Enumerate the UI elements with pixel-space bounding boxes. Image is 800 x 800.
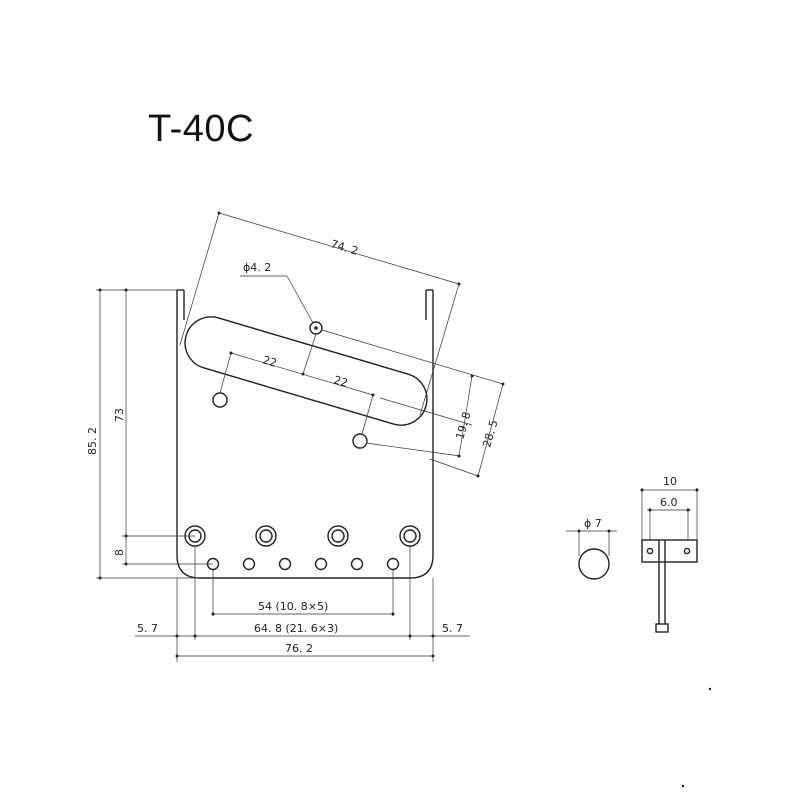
- saddle-profile-view: 10 6.0: [640, 475, 699, 633]
- dim-offset-ext-mid: [302, 333, 317, 375]
- pickup-slot: [184, 316, 428, 426]
- mount-hole-left: [212, 392, 228, 408]
- dim-diagonal-ext-left: [179, 212, 220, 346]
- dim-hole-text: ϕ4. 2: [243, 261, 271, 274]
- dim-height-total-text: 85. 2: [86, 427, 99, 455]
- dim-hole-leader: [286, 275, 314, 324]
- dim-diagonal-ext-right: [419, 283, 460, 416]
- dim-height-73-text: 73: [113, 408, 126, 422]
- dim-saddle-dia-text: ϕ 7: [584, 517, 602, 530]
- dim-perp-a-text: 19. 8: [453, 410, 473, 440]
- dim-saddle-len-text: 10: [663, 475, 677, 488]
- saddle-holes: [184, 525, 421, 547]
- dim-margin-left-text: 5. 7: [137, 622, 158, 635]
- dim-width-total-text: 76. 2: [285, 642, 313, 655]
- dim-perp-ext-low: [365, 442, 461, 457]
- dim-perp-ext-bottom: [429, 458, 479, 477]
- dim-perp-ext-mid: [379, 397, 473, 426]
- dim-offset-b-text: 22: [332, 373, 349, 389]
- dim-perp-b-text: 28. 5: [480, 418, 500, 448]
- dim-offset-ext-left: [219, 352, 232, 394]
- dim-saddle-inner-text: 6.0: [660, 496, 678, 509]
- dim-diagonal-text: 74. 2: [329, 237, 360, 257]
- dim-diagonal-line: [218, 212, 460, 285]
- mount-hole-right: [352, 433, 368, 449]
- dim-offset-a-text: 22: [261, 353, 278, 369]
- dim-offset-ext-right: [361, 394, 374, 435]
- saddle-round-view: ϕ 7: [566, 517, 617, 580]
- mount-hole-top-center: [314, 326, 318, 330]
- string-holes: [206, 557, 400, 571]
- dim-spacing-saddle-text: 64. 8 (21. 6×3): [254, 622, 338, 635]
- drawing-title: T-40C: [148, 108, 254, 150]
- dim-perp-b-line: [477, 383, 504, 477]
- bridge-plate-outline: [176, 290, 434, 579]
- dim-margin-right-text: 5. 7: [442, 622, 463, 635]
- dim-perp-a-line: [458, 375, 473, 457]
- dim-height-8-text: 8: [113, 549, 126, 556]
- dim-spacing-small-text: 54 (10. 8×5): [258, 600, 328, 613]
- stray-dot: [681, 784, 685, 788]
- stray-dot: [708, 687, 712, 691]
